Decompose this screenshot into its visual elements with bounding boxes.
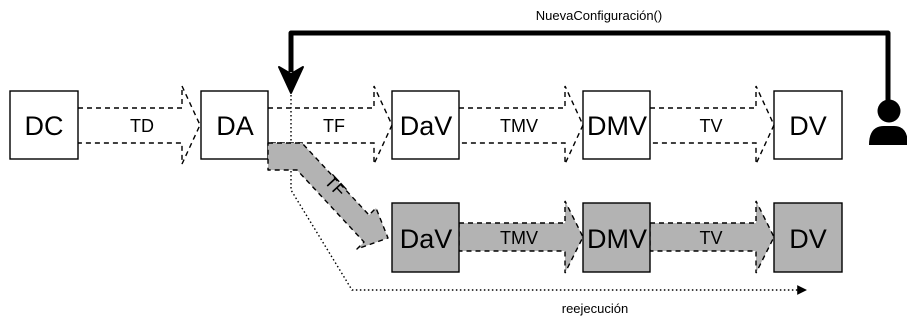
bottom-box-dav-label: DaV — [400, 224, 453, 254]
nueva-configuracion-label: NuevaConfiguración() — [536, 8, 662, 23]
top-box-dc-label: DC — [25, 111, 64, 141]
bottom-arrow-tv-label: TV — [699, 228, 722, 248]
top-arrow-tf: TF — [268, 85, 393, 165]
top-arrow-tv-label: TV — [699, 116, 722, 136]
top-box-dav-label: DaV — [400, 111, 453, 141]
bottom-box-dmv-label: DMV — [587, 224, 647, 254]
bottom-arrow-tmv-label: TMV — [500, 228, 538, 248]
top-box-da-label: DA — [216, 111, 254, 141]
top-box-dc: DC — [9, 90, 79, 160]
bottom-arrow-tmv: TMV — [458, 200, 584, 274]
bottom-arrow-tv: TV — [649, 200, 775, 274]
bottom-box-dmv: DMV — [582, 202, 651, 273]
top-arrow-tv: TV — [650, 85, 775, 165]
top-arrow-td: TD — [78, 85, 201, 165]
top-box-dv: DV — [773, 90, 843, 160]
bottom-box-dv-label: DV — [789, 224, 827, 254]
top-box-da: DA — [200, 90, 269, 160]
bottom-box-dav: DaV — [391, 202, 460, 273]
reejecucion-label: reejecución — [562, 301, 629, 316]
user-icon — [869, 99, 907, 145]
top-box-dmv-label: DMV — [587, 111, 647, 141]
top-box-dmv: DMV — [582, 90, 651, 160]
top-arrow-tmv-label: TMV — [500, 116, 538, 136]
bottom-box-dv: DV — [773, 202, 843, 273]
nueva-configuracion-arrowhead — [278, 66, 304, 94]
top-arrow-tmv: TMV — [459, 85, 584, 165]
diagonal-arrow-tf: TF — [267, 142, 389, 250]
top-box-dv-label: DV — [789, 111, 827, 141]
top-arrow-tf-label: TF — [323, 116, 345, 136]
top-arrow-td-label: TD — [130, 116, 154, 136]
top-box-dav: DaV — [391, 90, 460, 160]
reejecucion-path — [290, 95, 807, 295]
nueva-configuracion-arrow — [288, 30, 891, 101]
